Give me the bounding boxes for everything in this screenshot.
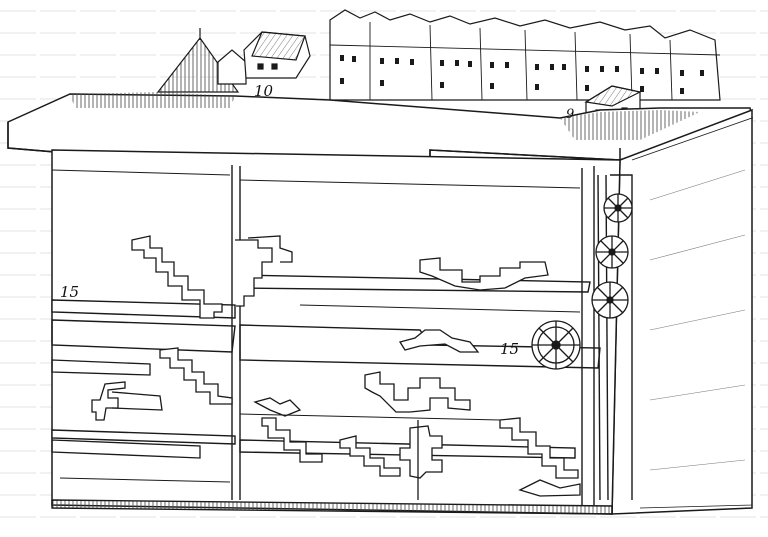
- water-wheel-4: [531, 320, 581, 370]
- label-9: 9: [566, 107, 575, 122]
- water-wheel-3: [591, 281, 629, 319]
- town-buildings: [329, 9, 721, 101]
- level-separators: [51, 274, 613, 515]
- block-right-face: [611, 108, 753, 515]
- central-vertical-shaft: [231, 165, 241, 500]
- water-wheel-2: [595, 235, 629, 269]
- headframe-tent-building: [156, 28, 247, 93]
- label-10: 10: [254, 82, 274, 100]
- galleries: [51, 169, 581, 483]
- stepped-workings: [51, 235, 581, 500]
- main-hoist-shaft: [581, 166, 633, 505]
- label-15-left: 15: [60, 283, 80, 301]
- house-10: [243, 31, 311, 79]
- label-15-right: 15: [500, 340, 520, 358]
- water-wheel-1: [603, 193, 633, 223]
